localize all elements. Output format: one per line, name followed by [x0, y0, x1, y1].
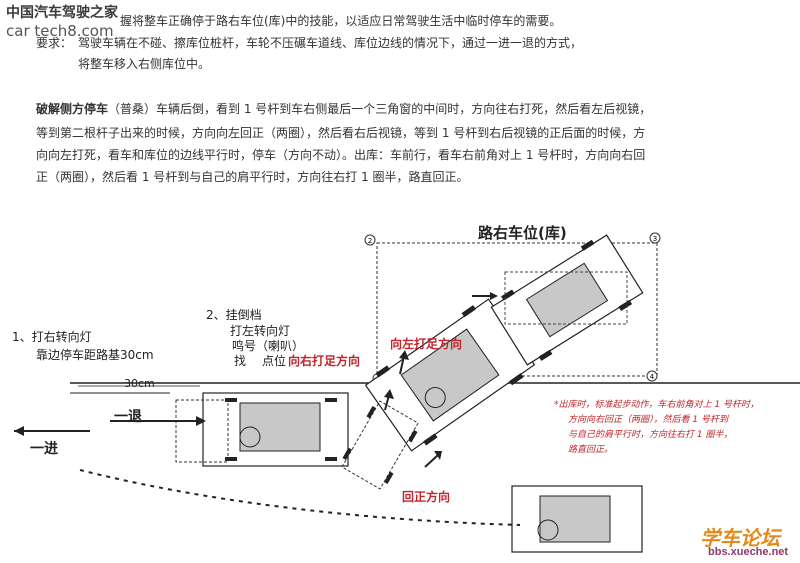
method-line4: 正（两圈），然后看 1 号杆到与自己的肩平行时，方向往右打 1 圈半，路直回正。 — [36, 170, 469, 184]
diag-arrow — [424, 451, 442, 468]
step1-line1: 1、打右转向灯 — [12, 330, 92, 344]
requirement-label: 要求： — [36, 36, 73, 50]
exit-note-line1: *出库时，标准起步动作，车右前角对上 1 号杆时， — [554, 400, 759, 410]
watermark-en: car tech8.com — [6, 22, 114, 40]
svg-text:3: 3 — [653, 235, 657, 243]
car-final-ghost — [504, 271, 628, 325]
step2-line1: 2、挂倒档 — [206, 308, 262, 322]
logo-cn: 学车论坛 — [700, 526, 780, 550]
method-line1-wrap: 破解侧方停车（普桑）车辆后倒，看到 1 号杆到车右侧最后一个三角窗的中间时，方向… — [36, 100, 651, 117]
up-arrow-2 — [384, 389, 394, 411]
method-line1: 车辆后倒，看到 1 号杆到车右侧最后一个三角窗的中间时，方向往右打死，然后看左后… — [156, 102, 652, 116]
step2-line2: 打左转向灯 — [230, 324, 291, 338]
method-line3: 向向左打死，看车和库位的边线平行时，停车（方向不动）。出库：车前行，看车右前角对… — [36, 148, 646, 162]
method-car: （普桑） — [108, 102, 157, 116]
marker-pole-1: 2 — [364, 234, 376, 246]
svg-text:2: 2 — [368, 237, 372, 245]
step2-line4: 找 — [234, 354, 247, 368]
up-arrow-1 — [399, 350, 409, 375]
method-line2: 等到第二根杆子出来的时候，方向向左回正（两圈），然后看右后视镜，等到 1 号杆到… — [36, 126, 646, 140]
step2-line5: 点位 — [262, 354, 287, 368]
marker-pole-4: 4 — [646, 370, 658, 382]
svg-text:4: 4 — [650, 373, 655, 381]
logo-en: bbs.xueche.net — [708, 546, 789, 558]
trajectory-curve — [79, 469, 521, 526]
car-start-position — [202, 392, 349, 467]
straighten-label: 回正方向 — [402, 490, 451, 504]
step1-line2: 靠边停车距路基30cm — [36, 348, 154, 362]
exit-note-line3: 与自己的肩平行时，方向往右打 1 圈半， — [568, 430, 733, 440]
exit-note: *出库时，标准起步动作，车右前角对上 1 号杆时， 方向向右回正（两圈），然后看… — [554, 398, 759, 458]
turn-right-label: 向右打足方向 — [288, 354, 361, 368]
forward-label: 一进 — [30, 441, 58, 457]
turn-left-label: 向左打足方向 — [390, 337, 463, 351]
entry-arrow — [472, 292, 498, 300]
distance-label: 30cm — [124, 377, 155, 390]
car-start-ghost — [175, 399, 229, 463]
exit-note-line2: 方向向右回正（两圈），然后看 1 号杆到 — [568, 415, 728, 425]
forward-arrow — [14, 426, 90, 436]
back-label: 一退 — [114, 409, 142, 425]
requirement-line2: 将整车移入右侧库位中。 — [78, 57, 211, 71]
method-title: 破解侧方停车 — [36, 102, 109, 116]
watermark-cn: 中国汽车驾驶之家 — [6, 5, 118, 21]
car-parked-bay — [490, 234, 644, 366]
diagram-title: 路右车位(库) — [478, 224, 567, 242]
step2-line3: 鸣号（喇叭） — [232, 339, 305, 353]
car-lower-right — [511, 485, 643, 553]
back-arrow — [110, 416, 206, 426]
intro-line1: 握将整车正确停于路右车位(库)中的技能，以适应日常驾驶生活中临时停车的需要。 — [120, 14, 562, 28]
exit-note-line4: 路直回正。 — [568, 445, 614, 455]
requirement-line1: 驾驶车辆在不碰、擦库位桩杆，车轮不压碾车道线、库位边线的情况下，通过一进一退的方… — [78, 36, 583, 50]
marker-pole-2: 3 — [649, 232, 661, 244]
